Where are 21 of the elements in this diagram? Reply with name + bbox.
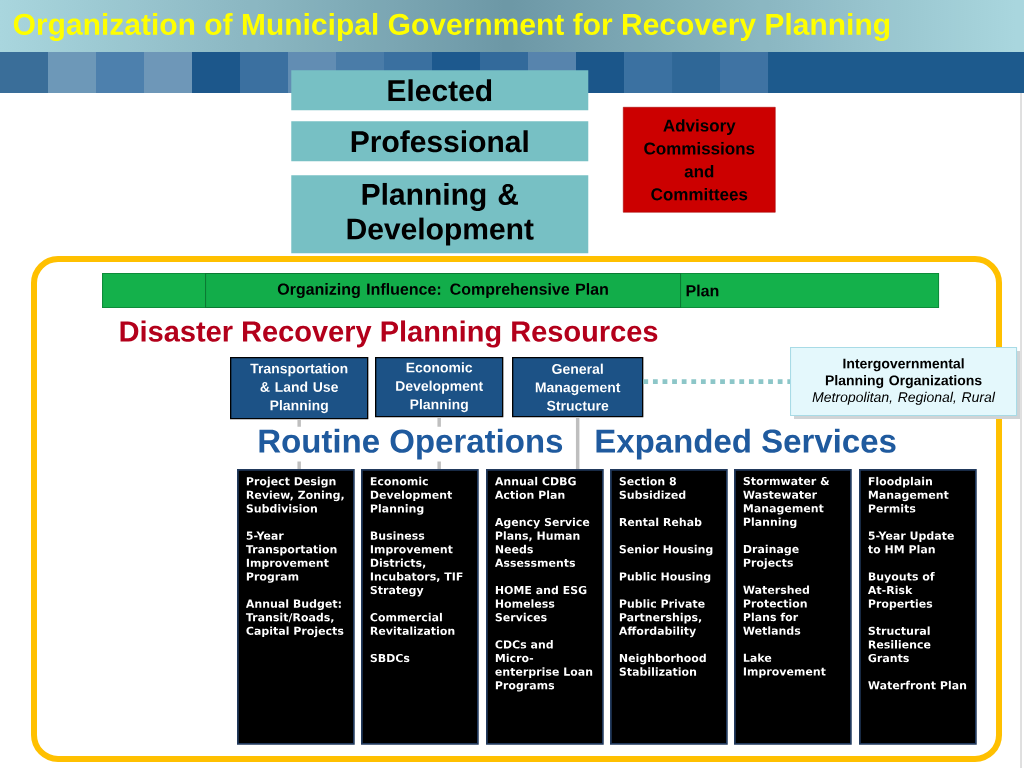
service-list-box: Stormwater & Wastewater Management Planning Drainage Projects Watershed Protection Plans for Wetlands Lake Improvement	[734, 469, 852, 745]
column-heading: Routine Operations	[255, 426, 566, 462]
service-list-box: Section 8 Subsidized Rental Rehab Senior Housing Public Housing Public Private Partnerships, Affordability Neighborhood Stabilization	[610, 469, 728, 745]
agency-box: Intergovernmental Planning Organizations Metropolitan, Regional, Rural	[790, 347, 1020, 419]
level-box: Elected	[291, 70, 589, 111]
service-list-box: Economic Development Planning Business Improvement Districts, Incubators, TIF Strategy Commercial Revitalization SBDCs	[361, 469, 479, 745]
plan-box: Organizing Influence: Comprehensive Plan	[205, 273, 682, 309]
connector-line	[575, 417, 580, 469]
department-box: Transportation & Land Use Planning	[230, 357, 369, 420]
dotted-line	[643, 379, 790, 384]
column-heading: Expanded Services	[592, 426, 899, 462]
service-list-box: Floodplain Management Permits 5-Year Update to HM Plan Buyouts of At-Risk Properties Structural Resilience Grants Waterfront Plan	[859, 469, 977, 745]
service-list-box: Project Design Review, Zoning, Subdivision 5-Year Transportation Improvement Program Annual Budget: Transit/Roads, Capital Projects	[237, 469, 355, 745]
level-box: Professional	[291, 121, 589, 162]
section-heading: Disaster Recovery Planning Resources	[120, 320, 658, 348]
level-box: Planning & Development	[291, 175, 589, 254]
title: Organization of Municipal Government for Recovery Planning	[13, 12, 890, 42]
department-box: Economic Development Planning	[375, 357, 504, 418]
service-list-box: Annual CDBG Action Plan Agency Service Plans, Human Needs Assessments HOME and ESG Homeless Services CDCs and Micro-enterprise Loan Programs	[486, 469, 604, 745]
advisory-box: Advisory Commissions and Committees	[623, 107, 776, 213]
department-box: General Management Structure	[512, 357, 644, 418]
